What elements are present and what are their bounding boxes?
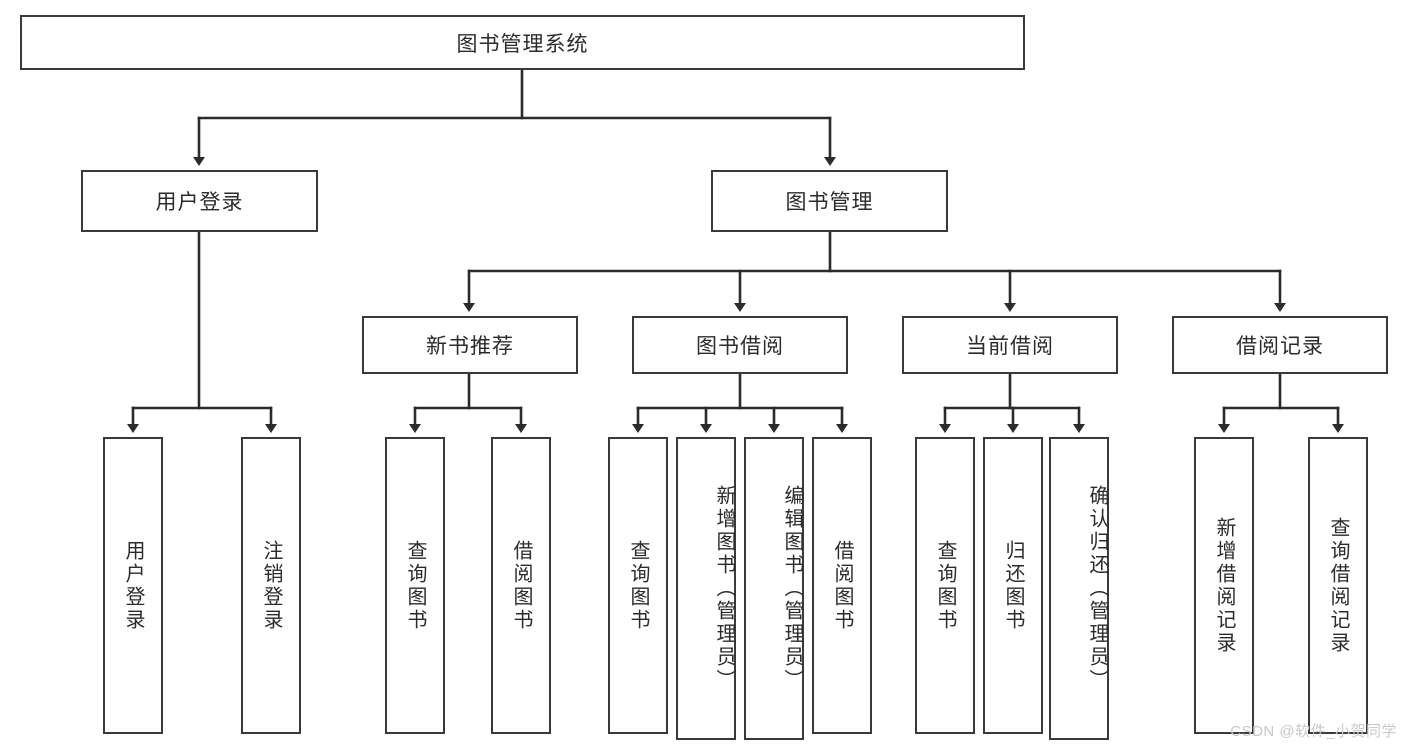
node-book-borrow[interactable]: 图书借阅 bbox=[632, 316, 848, 374]
node-new-book-rec[interactable]: 新书推荐 bbox=[362, 316, 578, 374]
node-leaf-add-record[interactable]: 新增借阅记录 bbox=[1194, 437, 1254, 734]
node-leaf-query-book-2[interactable]: 查询图书 bbox=[608, 437, 668, 734]
node-leaf-logout[interactable]: 注销登录 bbox=[241, 437, 301, 734]
node-user-login[interactable]: 用户登录 bbox=[81, 170, 318, 232]
node-leaf-query-book-1[interactable]: 查询图书 bbox=[385, 437, 445, 734]
node-book-manage[interactable]: 图书管理 bbox=[711, 170, 948, 232]
node-leaf-add-book[interactable]: 新增图书（管理员） bbox=[676, 437, 736, 740]
node-leaf-return-book[interactable]: 归还图书 bbox=[983, 437, 1043, 734]
node-leaf-query-record[interactable]: 查询借阅记录 bbox=[1308, 437, 1368, 734]
node-leaf-borrow-book-1[interactable]: 借阅图书 bbox=[491, 437, 551, 734]
node-leaf-edit-book[interactable]: 编辑图书（管理员） bbox=[744, 437, 804, 740]
node-leaf-query-book-3[interactable]: 查询图书 bbox=[915, 437, 975, 734]
csdn-watermark: CSDN @软件_小贺同学 bbox=[1230, 723, 1397, 740]
node-current-borrow[interactable]: 当前借阅 bbox=[902, 316, 1118, 374]
node-root[interactable]: 图书管理系统 bbox=[20, 15, 1025, 70]
node-leaf-borrow-book-2[interactable]: 借阅图书 bbox=[812, 437, 872, 734]
node-borrow-record[interactable]: 借阅记录 bbox=[1172, 316, 1388, 374]
node-leaf-confirm-return[interactable]: 确认归还（管理员） bbox=[1049, 437, 1109, 740]
node-leaf-user-login[interactable]: 用户登录 bbox=[103, 437, 163, 734]
